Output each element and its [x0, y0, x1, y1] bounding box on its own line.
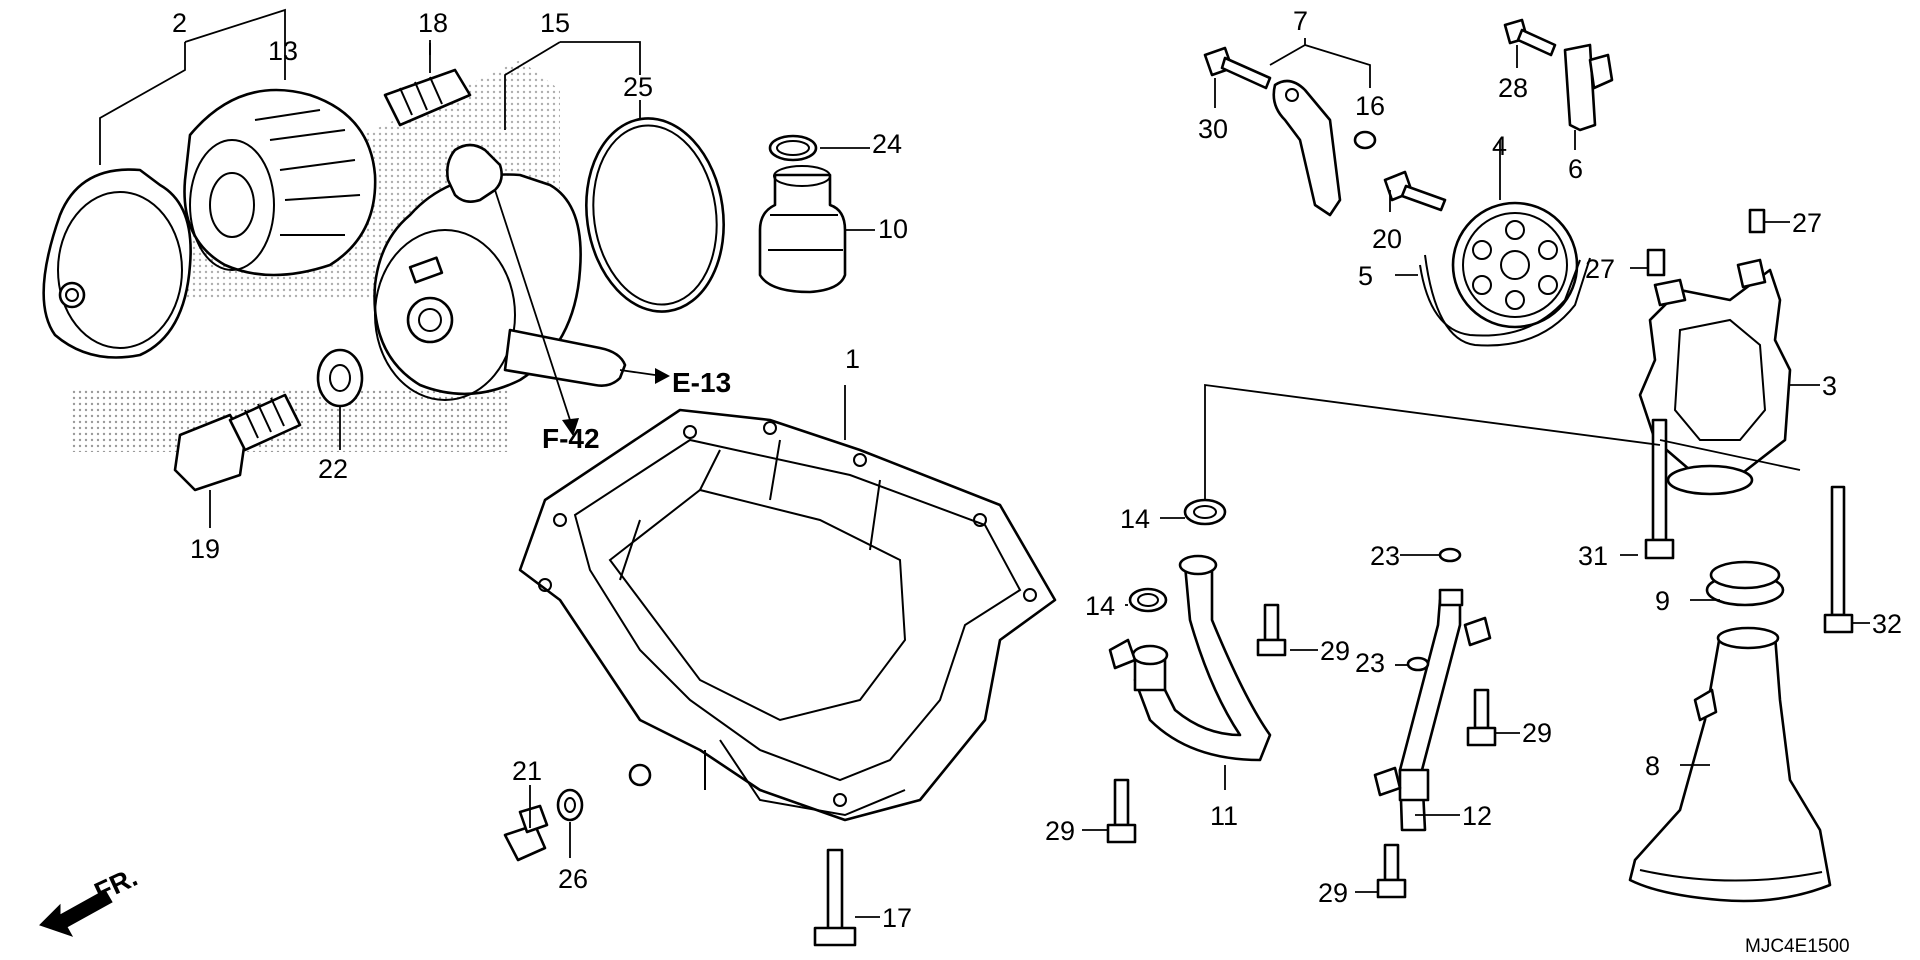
bolts-31-32: [1644, 418, 1854, 634]
part-number-7: 7: [1293, 6, 1308, 36]
bolt-28: [1503, 18, 1557, 57]
part-number-29-c: 29: [1522, 718, 1552, 748]
part-number-32: 32: [1872, 609, 1902, 639]
part-number-14-upper: 14: [1120, 504, 1150, 534]
part-number-23-a: 23: [1370, 541, 1400, 571]
oil-pipe-11: [1108, 554, 1272, 762]
ref-f42: F-42: [542, 423, 600, 454]
bolt-17: [813, 848, 857, 947]
part-number-4: 4: [1492, 131, 1507, 161]
part-number-5: 5: [1358, 261, 1373, 291]
oil-strainer-8: [1628, 626, 1832, 903]
drive-sprocket-4: [1451, 201, 1579, 329]
part-number-14-lower: 14: [1085, 591, 1115, 621]
part-number-10: 10: [878, 214, 908, 244]
oil-drain-bolt: [173, 393, 302, 492]
part-number-6: 6: [1568, 154, 1583, 184]
part-number-24: 24: [872, 129, 902, 159]
bolts-29: [1106, 603, 1497, 899]
part-number-17: 17: [882, 903, 912, 933]
part-number-15: 15: [540, 8, 570, 38]
diagram-code: MJC4E1500: [1745, 936, 1850, 957]
part-number-12: 12: [1462, 801, 1492, 831]
chain-guide-6: [1563, 43, 1614, 132]
part-number-21: 21: [512, 756, 542, 786]
o-ring-24: [768, 134, 818, 162]
front-direction-arrow: FR.: [39, 862, 142, 937]
washer-22: [316, 348, 364, 408]
seal-14-upper: [1183, 498, 1227, 526]
part-number-26: 26: [558, 864, 588, 894]
part-number-13: 13: [268, 36, 298, 66]
part-number-22: 22: [318, 454, 348, 484]
oil-pipe-12: [1373, 588, 1492, 832]
oil-pan: [518, 408, 1057, 822]
collar-16: [1353, 130, 1377, 150]
pressure-switch-10: [758, 165, 847, 294]
part-number-16: 16: [1355, 91, 1385, 121]
leader-lines: [99, 8, 1870, 918]
part-number-25: 25: [623, 72, 653, 102]
part-number-31: 31: [1578, 541, 1608, 571]
washers-23: [1406, 547, 1462, 672]
ref-e13: E-13: [672, 367, 731, 398]
bolt-20: [1383, 170, 1447, 212]
oil-pump-3: [1638, 258, 1792, 496]
part-number-23-b: 23: [1355, 648, 1385, 678]
part-number-27-b: 27: [1585, 254, 1615, 284]
part-labels: 2 13 18 15 25 24 10 E-13 F-42 22 19 1 21…: [172, 6, 1902, 957]
tensioner-arm-7: [1272, 79, 1342, 217]
part-number-28: 28: [1498, 73, 1528, 103]
ref-arrows: [494, 189, 670, 436]
seal-14-lower: [1128, 587, 1168, 613]
part-number-18: 18: [418, 8, 448, 38]
part-number-27-a: 27: [1792, 208, 1822, 238]
oil-filter-cover: [42, 168, 192, 359]
part-number-19: 19: [190, 534, 220, 564]
drive-chain-5: [1419, 254, 1591, 347]
drain-bolt-21: [503, 804, 549, 862]
part-number-29-b: 29: [1045, 816, 1075, 846]
part-number-20: 20: [1372, 224, 1402, 254]
part-number-29-d: 29: [1318, 878, 1348, 908]
part-number-2: 2: [172, 8, 187, 38]
part-number-1: 1: [845, 344, 860, 374]
oil-cooler: [373, 143, 627, 401]
part-number-11: 11: [1210, 801, 1238, 831]
part-number-8: 8: [1645, 751, 1660, 781]
oil-filter-cartridge: [183, 88, 377, 277]
bolt-30: [1203, 46, 1272, 90]
part-number-9: 9: [1655, 586, 1670, 616]
part-number-30: 30: [1198, 114, 1228, 144]
washer-26: [556, 788, 584, 822]
dowel-pins-27: [1646, 208, 1766, 277]
part-number-3: 3: [1822, 371, 1837, 401]
filter-center-bolt: [383, 68, 472, 127]
part-number-29-a: 29: [1320, 636, 1350, 666]
seal-9: [1705, 560, 1785, 607]
o-ring-25: [585, 117, 725, 313]
